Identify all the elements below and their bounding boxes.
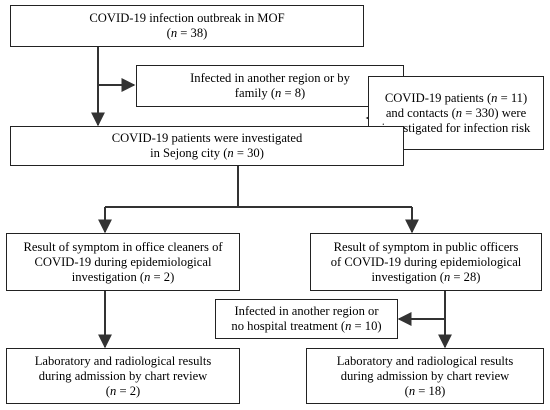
officers-symptom-box: Result of symptom in public officers of …: [310, 233, 542, 291]
outbreak-box: COVID-19 infection outbreak in MOF (n = …: [10, 5, 364, 47]
cleaners-lab-box: Laboratory and radiological results duri…: [6, 348, 240, 404]
outbreak-title: COVID-19 infection outbreak in MOF: [89, 11, 285, 25]
sejong-box: COVID-19 patients were investigated in S…: [10, 126, 404, 166]
cleaners-symptom-box: Result of symptom in office cleaners of …: [6, 233, 240, 291]
officers-lab-box: Laboratory and radiological results duri…: [306, 348, 544, 404]
excluded-bottom-box: Infected in another region or no hospita…: [215, 299, 398, 339]
excluded-top-box: Infected in another region or by family …: [136, 65, 404, 107]
